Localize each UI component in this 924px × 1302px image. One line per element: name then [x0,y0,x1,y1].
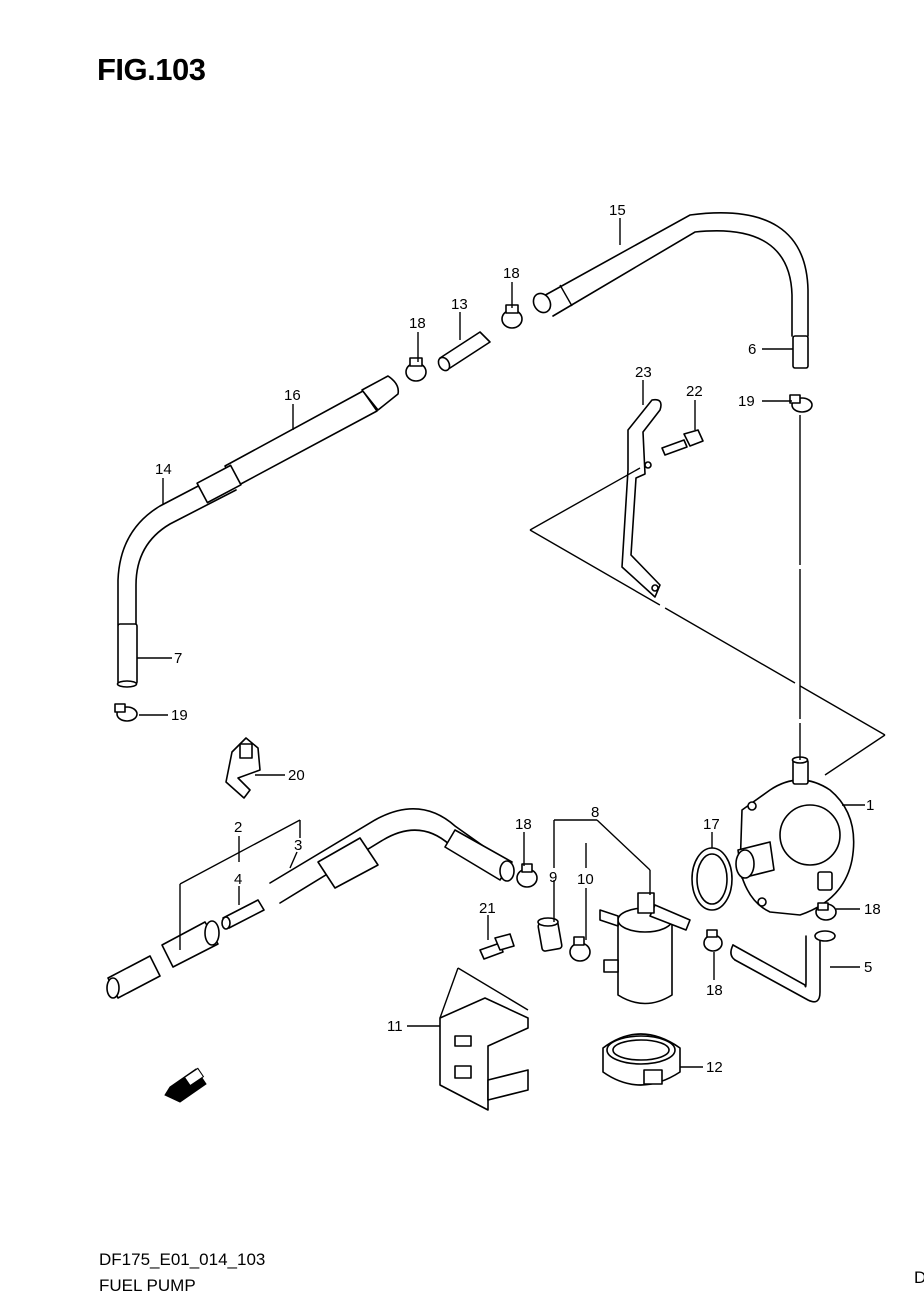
hose-14[interactable] [117,464,242,626]
callout-5: 5 [864,959,872,976]
callout-1: 1 [866,797,874,814]
callout-6: 6 [748,341,756,358]
callout-18: 18 [706,982,723,999]
callout-9: 9 [549,869,557,886]
callout-22: 22 [686,383,703,400]
hose-6[interactable] [792,335,809,369]
callout-20: 20 [288,767,305,784]
edge-character: D [914,1268,924,1287]
joint-4[interactable] [221,899,265,930]
callout-18: 18 [864,901,881,918]
hose-15[interactable] [530,212,809,337]
clip-19-right[interactable] [789,394,813,413]
figure-title: FIG.103 [97,52,206,87]
callout-19: 19 [171,707,188,724]
callout-17: 17 [703,816,720,833]
callout-23: 23 [635,364,652,381]
callout-7: 7 [174,650,182,667]
callout-13: 13 [451,296,468,313]
fuel-pump-1[interactable] [735,756,855,916]
hose-3[interactable] [269,808,515,904]
leader-lines [137,218,886,1068]
callout-12: 12 [706,1059,723,1076]
clip-18-pump[interactable] [815,902,837,921]
front-arrow-icon [164,1067,207,1103]
band-12[interactable] [602,1033,681,1086]
hose-5[interactable] [730,930,836,1003]
callout-18: 18 [515,816,532,833]
clip-18-lower-left[interactable] [516,863,538,888]
hose-7[interactable] [116,623,138,688]
hose-16[interactable] [224,375,400,487]
hose-9[interactable] [537,917,563,952]
clip-18-lower-mid[interactable] [703,929,723,952]
hose-2[interactable] [161,920,220,968]
figure-code: DF175_E01_014_103 [99,1250,266,1269]
clip-18-upper-left[interactable] [405,357,427,382]
callout-4: 4 [234,871,242,888]
bracket-23[interactable] [621,398,662,598]
bolt-22[interactable] [661,429,704,456]
callout-21: 21 [479,900,496,917]
callout-8: 8 [591,804,599,821]
bracket-11[interactable] [439,997,529,1111]
clip-10[interactable] [569,936,591,962]
callout-18: 18 [503,265,520,282]
bolt-21[interactable] [479,933,515,960]
callout-10: 10 [577,871,594,888]
figure-name: FUEL PUMP [99,1276,196,1295]
callout-16: 16 [284,387,301,404]
joint-13[interactable] [436,331,491,373]
callout-15: 15 [609,202,626,219]
callout-11: 11 [387,1018,403,1035]
callout-19: 19 [738,393,755,410]
callout-18: 18 [409,315,426,332]
callout-14: 14 [155,461,172,478]
fuel-filter-8[interactable] [599,892,691,1005]
clip-19-left[interactable] [114,703,138,722]
clamp-20[interactable] [225,737,261,799]
callout-2: 2 [234,819,242,836]
hose-2-end[interactable] [106,955,161,999]
callouts: 15 18 13 18 6 23 22 19 16 14 7 19 20 1 8… [155,202,881,1076]
clip-18-upper-right[interactable] [501,304,523,329]
o-ring-17[interactable] [691,847,733,911]
callout-3: 3 [294,837,302,854]
